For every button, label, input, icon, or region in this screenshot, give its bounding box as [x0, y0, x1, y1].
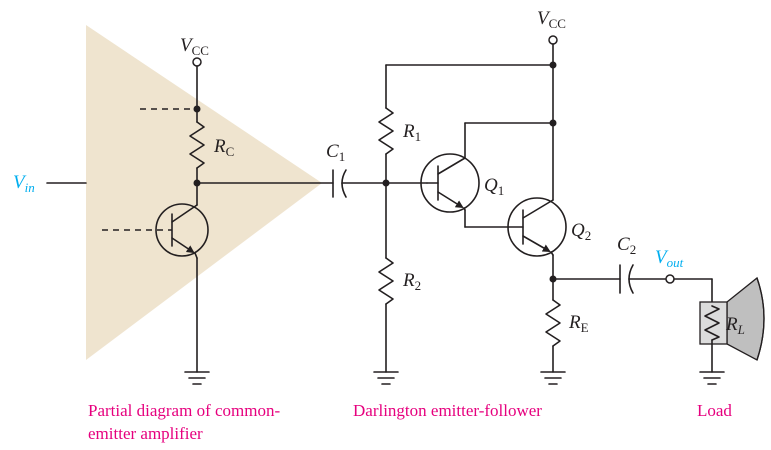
- caption-amplifier-line1: Partial diagram of common-: [88, 401, 280, 420]
- q1-label: Q1: [484, 175, 504, 198]
- ground-bias: [373, 371, 399, 385]
- vcc-main-terminal: [548, 35, 558, 45]
- ground-amp: [184, 371, 210, 385]
- amplifier-transistor: [155, 203, 209, 259]
- rl-label: RL: [725, 314, 745, 337]
- caption-darlington: Darlington emitter-follower: [353, 401, 542, 420]
- vout-label: Vout: [655, 247, 684, 270]
- resistor-re: [545, 299, 561, 347]
- transistor-q1: [420, 153, 480, 213]
- re-label: RE: [568, 312, 589, 335]
- resistor-r2: [378, 257, 394, 305]
- r2-label: R2: [402, 270, 421, 293]
- q2-label: Q2: [571, 220, 591, 243]
- transistor-q2: [507, 197, 567, 257]
- amplifier-triangle: [86, 25, 322, 360]
- resistor-r1: [378, 107, 394, 155]
- vcc-main-label: VCC: [537, 8, 566, 31]
- speaker-load: [699, 276, 765, 361]
- caption-load: Load: [697, 401, 732, 420]
- vout-terminal: [665, 274, 675, 284]
- resistor-rl: [704, 305, 720, 341]
- rc-label: RC: [213, 136, 234, 159]
- vin-label: Vin: [13, 172, 35, 195]
- c2-label: C2: [617, 234, 636, 257]
- vcc-amp-terminal: [192, 57, 202, 67]
- caption-amplifier-line2: emitter amplifier: [88, 424, 203, 443]
- vcc-amp-label: VCC: [180, 35, 209, 58]
- ground-emitter: [540, 371, 566, 385]
- ground-load: [699, 371, 725, 385]
- r1-label: R1: [402, 121, 421, 144]
- c1-label: C1: [326, 141, 345, 164]
- resistor-rc: [189, 121, 205, 169]
